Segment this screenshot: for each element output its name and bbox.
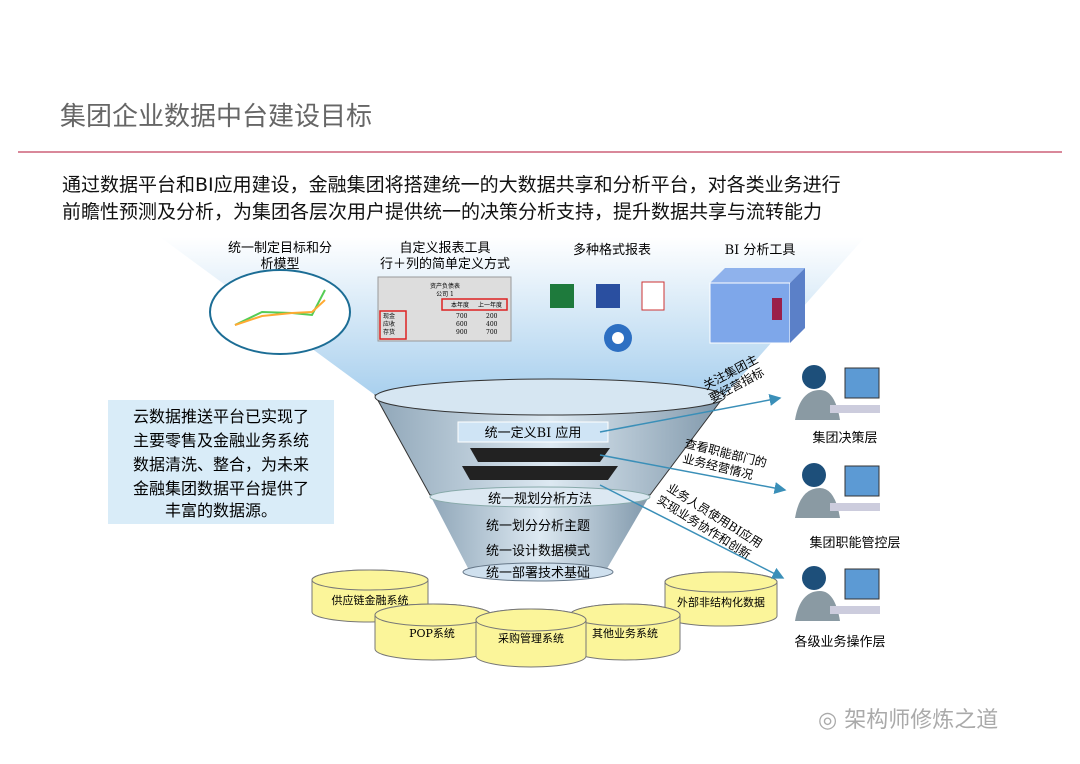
layer-ellipse [462, 562, 614, 582]
report-cell: 900 [456, 329, 468, 336]
user-computer-icon [795, 365, 880, 420]
user-level-label: 集团职能管控层 [809, 535, 900, 551]
user-level-label: 集团决策层 [812, 430, 877, 446]
watermark: ◎ 架构师修炼之道 [818, 702, 998, 734]
grid-layer-2 [462, 466, 618, 480]
funnel-lower [430, 495, 650, 572]
data-source-cylinders [311, 569, 778, 668]
page-title: 集团企业数据中台建设目标 [60, 102, 373, 132]
layer-label: 统一设计数据模式 [486, 544, 590, 559]
report-cell: 应收 [383, 320, 395, 328]
report-cell: 600 [456, 321, 468, 328]
callout-line: 云数据推送平台已实现了 [133, 407, 309, 426]
user-computer-icon [795, 566, 880, 621]
funnel-top [160, 237, 865, 395]
intro-line-2: 前瞻性预测及分析，为集团各层次用户提供统一的决策分析支持，提升数据共享与流转能力 [62, 201, 823, 223]
tool-label: BI 分析工具 [725, 243, 796, 258]
tool-label: 自定义报表工具 [399, 241, 490, 256]
word-icon [596, 284, 620, 308]
report-title: 资产负债表 [430, 282, 460, 290]
report-col: 上一年度 [478, 301, 502, 309]
layer-box-bi [457, 421, 609, 443]
report-cell: 现金 [383, 312, 395, 320]
layer-label: 统一部署技术基础 [486, 566, 590, 581]
report-cell: 存货 [383, 328, 395, 336]
report-cell: 400 [486, 321, 498, 328]
layer-label: 统一定义BI 应用 [485, 425, 582, 441]
wechat-icon: ◎ [818, 708, 845, 733]
intro-line-1: 通过数据平台和BI应用建设，金融集团将搭建统一的大数据共享和分析平台，对各类业务… [62, 174, 841, 196]
layer-label: 统一规划分析方法 [488, 491, 592, 507]
watermark-text: 架构师修炼之道 [844, 708, 999, 733]
callout-line: 丰富的数据源。 [165, 501, 277, 520]
user-level-label: 各级业务操作层 [794, 634, 885, 650]
data-source-label: 外部非结构化数据 [677, 595, 765, 609]
callout-box [108, 400, 334, 524]
tool-label: 析模型 [260, 257, 299, 272]
data-source-label: POP系统 [409, 627, 455, 640]
report-cell: 700 [486, 329, 498, 336]
tool-label: 多种格式报表 [573, 242, 651, 258]
report-thumbnail [377, 276, 512, 342]
report-cell: 700 [456, 313, 468, 320]
chart-line [234, 299, 326, 326]
arrow-to-functional [599, 454, 787, 494]
user-computer-icon [795, 463, 880, 518]
layer-label: 统一划分分析主题 [486, 519, 590, 534]
tool-label: 统一制定目标和分 [228, 241, 332, 256]
excel-icon [550, 284, 574, 308]
funnel-rim [374, 378, 726, 416]
data-source-label: 采购管理系统 [498, 631, 564, 645]
data-source-label: 其他业务系统 [592, 627, 658, 640]
arrow-to-decision [599, 394, 782, 433]
data-source-label: 供应链金融系统 [332, 593, 409, 607]
grid-layer-1 [470, 448, 610, 462]
funnel-ellipse [429, 486, 651, 508]
arrow-to-operations [599, 484, 785, 579]
callout-line: 金融集团数据平台提供了 [133, 479, 309, 498]
report-cell: 200 [486, 313, 498, 320]
title-divider [18, 151, 1062, 153]
callout-line: 主要零售及金融业务系统 [133, 431, 309, 450]
olap-cube-icon [709, 268, 805, 344]
report-company: 公司 1 [436, 291, 454, 298]
intro-text: 通过数据平台和BI应用建设，金融集团将搭建统一的大数据共享和分析平台，对各类业务… [62, 172, 841, 226]
tool-label: 行＋列的简单定义方式 [380, 256, 510, 272]
report-col: 本年度 [451, 301, 469, 309]
callout-line: 数据清洗、整合，为未来 [133, 455, 309, 474]
pdf-icon [641, 281, 665, 311]
